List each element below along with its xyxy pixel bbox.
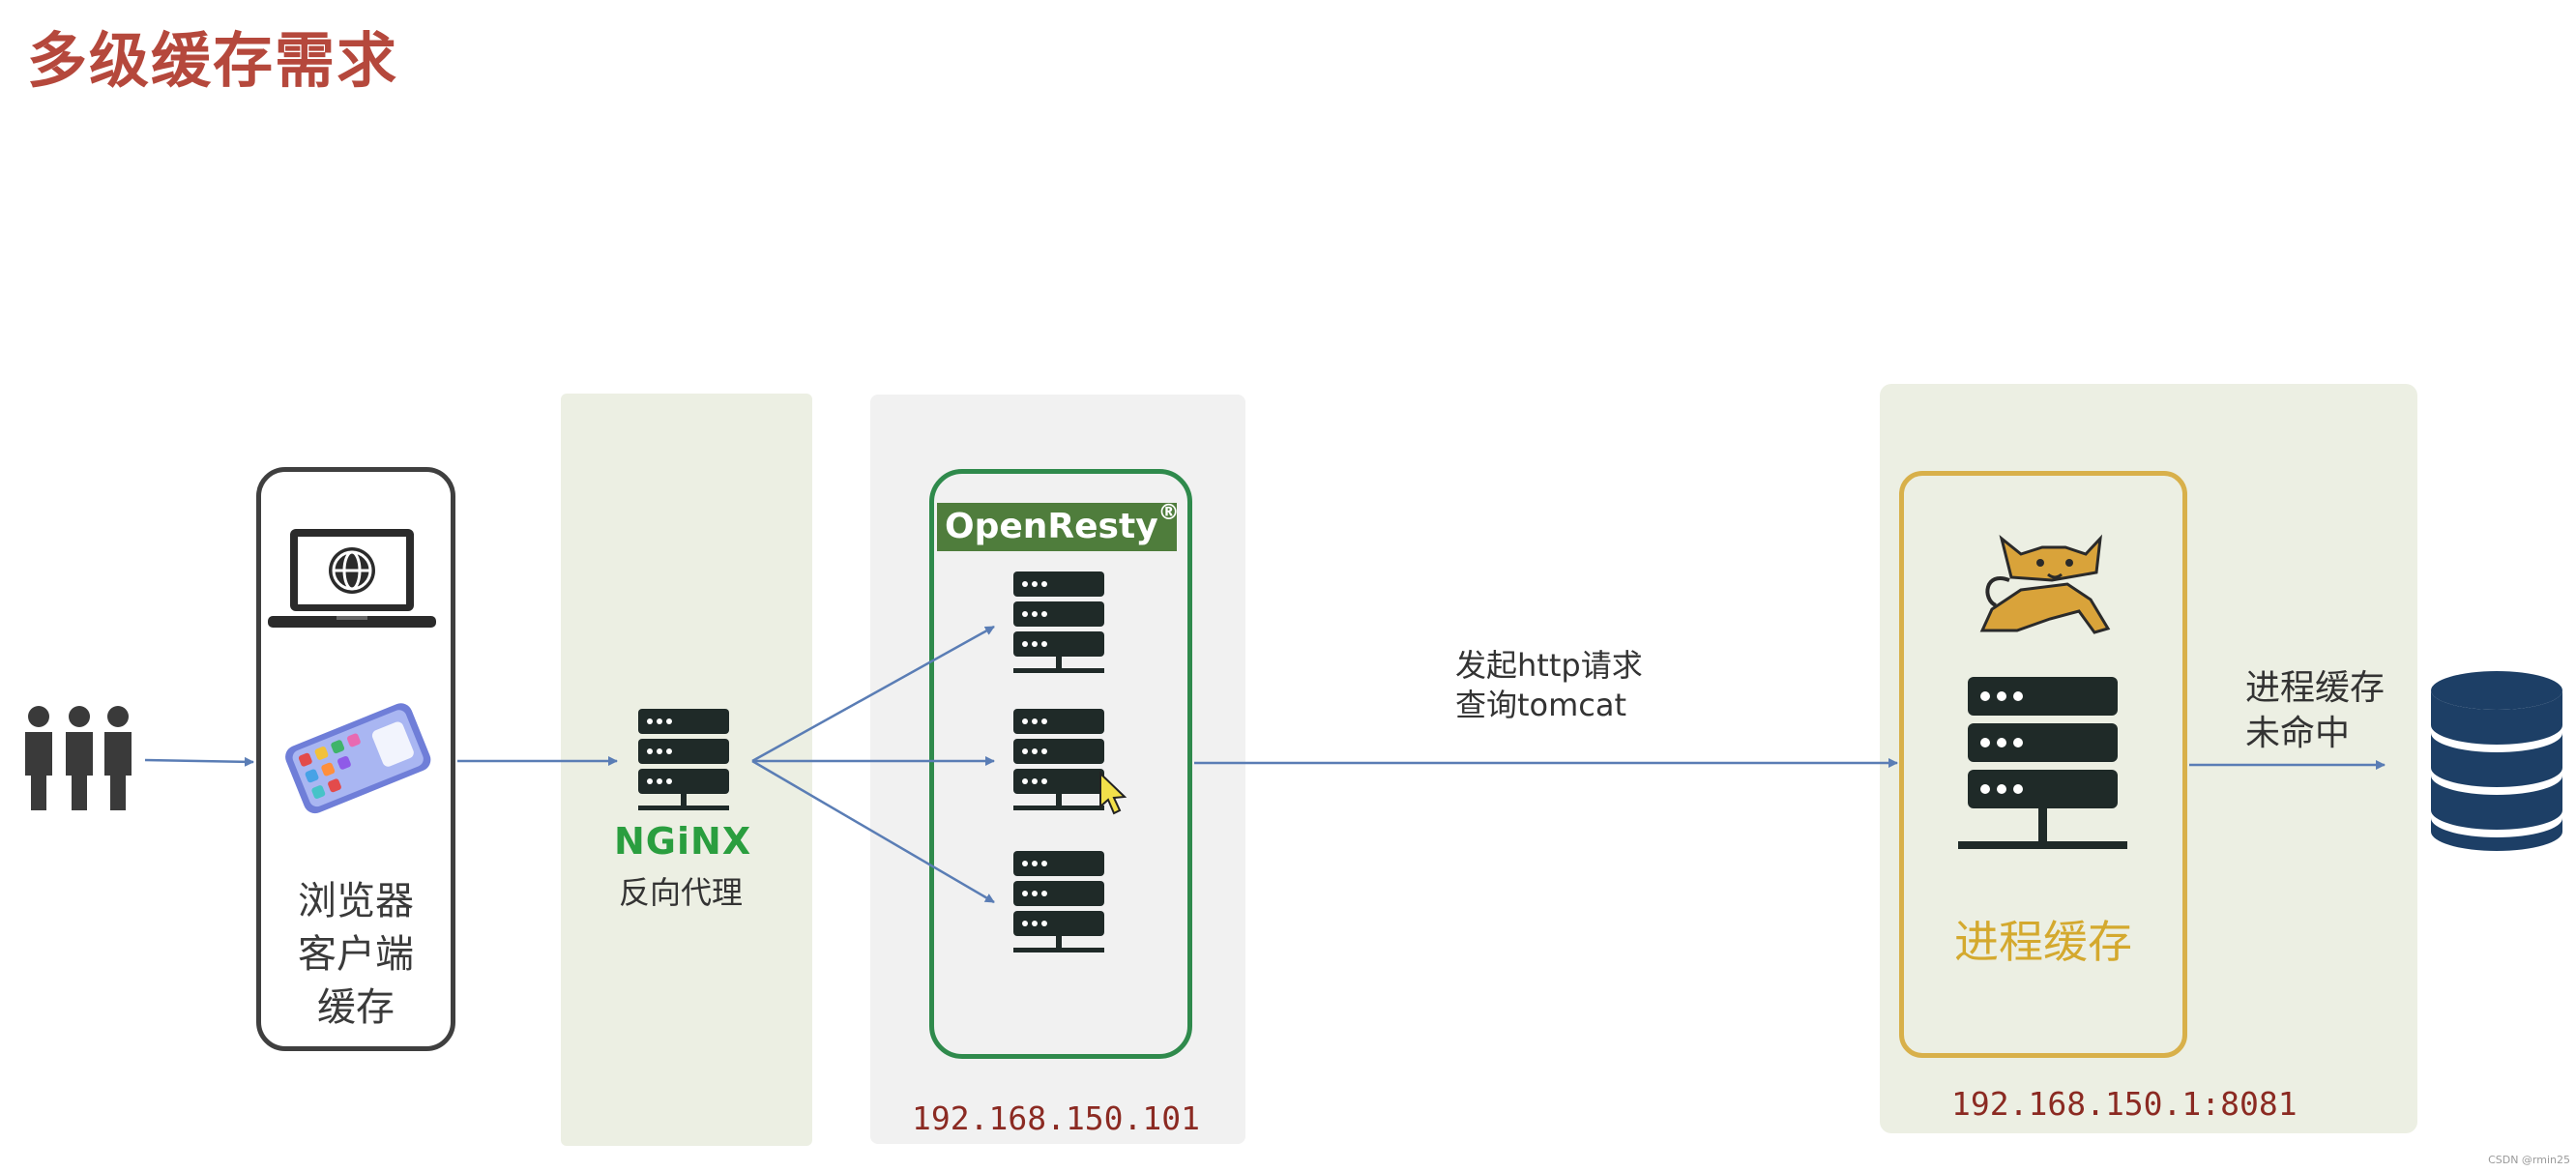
edge-label-line1: 发起http请求: [1455, 647, 1643, 684]
edge-label-line2: 查询tomcat: [1455, 687, 1627, 723]
cache-miss-label: 进程缓存 未命中: [2245, 665, 2385, 756]
openresty-server-icon-2: [1013, 709, 1104, 810]
openresty-logo-text: OpenResty: [945, 507, 1158, 546]
openresty-logo: OpenResty®: [937, 501, 1180, 551]
watermark: CSDN @rmin25: [2488, 1154, 2570, 1166]
browser-label-line3: 缓存: [317, 985, 395, 1030]
cursor-icon: [1099, 771, 1127, 815]
tomcat-process-cache-label: 进程缓存: [1954, 916, 2132, 968]
flow-arrows: [144, 625, 2386, 904]
tomcat-box: [1899, 471, 2187, 1058]
browser-label-line2: 客户端: [298, 932, 414, 977]
browser-cache-box: [256, 467, 455, 1051]
browser-label-line1: 浏览器: [298, 879, 414, 923]
page-title: 多级缓存需求: [27, 25, 399, 96]
openresty-box: [929, 469, 1192, 1059]
phone-icon: [285, 703, 431, 814]
registered-mark: ®: [1157, 501, 1180, 525]
tomcat-server-icon: [1958, 677, 2127, 849]
miss-label-line1: 进程缓存: [2245, 668, 2386, 708]
nginx-logo: NGiNX: [614, 820, 752, 863]
database-icon: [2431, 671, 2562, 851]
openresty-tomcat-edge-label: 发起http请求 查询tomcat: [1455, 646, 1643, 725]
miss-label-line2: 未命中: [2245, 714, 2351, 753]
users-icon: [25, 706, 132, 810]
openresty-server-icon-3: [1013, 851, 1104, 952]
nginx-label: 反向代理: [619, 874, 744, 911]
laptop-globe-icon: [268, 529, 436, 628]
arrow-nginx-openresty-1: [751, 625, 995, 763]
arrow-nginx-openresty-3: [751, 759, 995, 904]
arrow-users-browser: [144, 756, 254, 767]
tomcat-cat-icon: [1979, 534, 2111, 634]
tomcat-ip: 192.168.150.1:8081: [1951, 1085, 2298, 1123]
openresty-server-icon-1: [1013, 571, 1104, 673]
openresty-ip: 192.168.150.101: [912, 1099, 1201, 1137]
nginx-server-icon: [638, 709, 729, 810]
browser-cache-label: 浏览器 客户端 缓存: [256, 875, 455, 1035]
